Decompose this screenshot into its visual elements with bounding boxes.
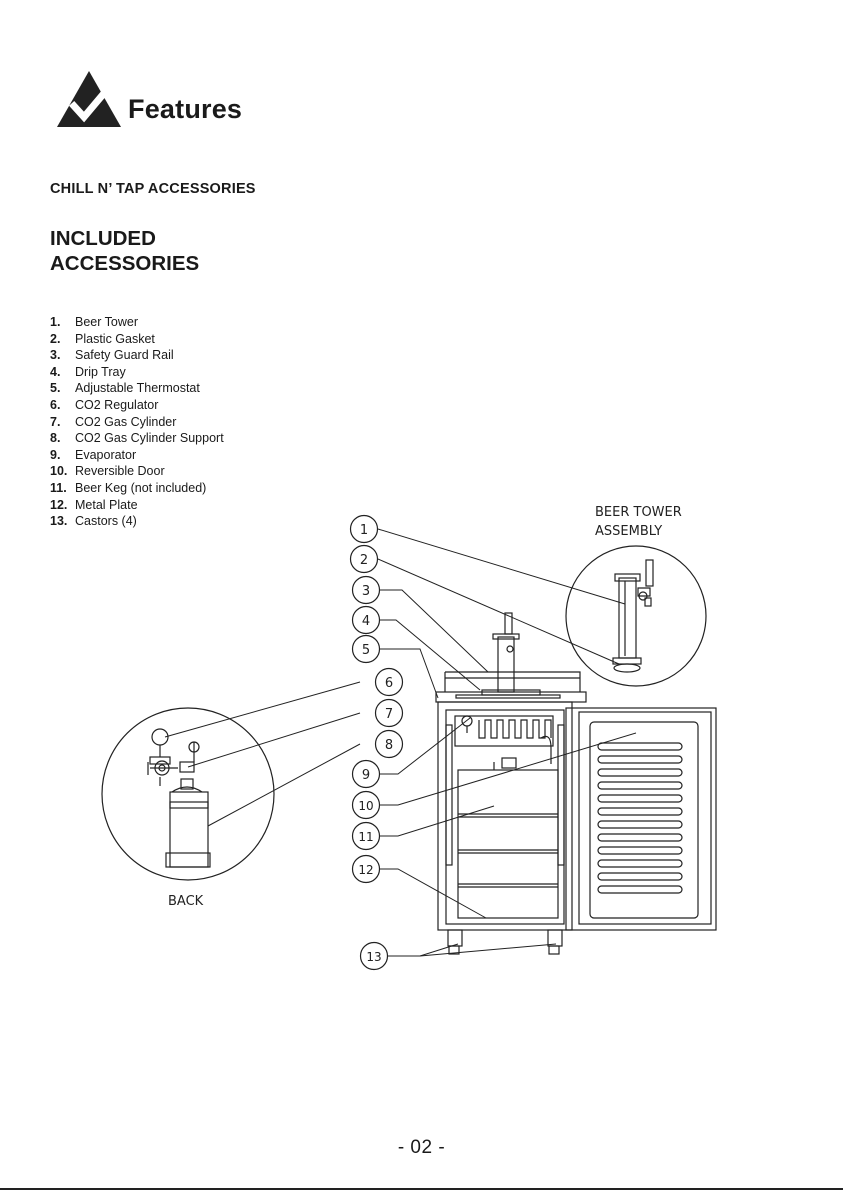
list-item-number: 11.	[50, 480, 67, 495]
section-heading-line1: INCLUDED	[50, 227, 156, 250]
list-item-label: Castors (4)	[75, 514, 137, 529]
feature-list: 1. Beer Tower 2. Plastic Gasket 3. Safety G…	[50, 314, 224, 530]
list-item-number: 6.	[50, 397, 61, 412]
callout-5: 5	[351, 634, 381, 664]
list-item-label: Reversible Door	[75, 464, 165, 479]
callout-11-label: 11	[358, 830, 373, 844]
list-item: 4. Drip Tray	[50, 364, 224, 381]
callout-4-label: 4	[362, 614, 370, 629]
leader-lines	[164, 528, 637, 957]
list-item-label: CO2 Gas Cylinder	[75, 414, 177, 429]
list-item-number: 10.	[50, 464, 68, 479]
callout-9-label: 9	[362, 768, 370, 783]
footer-rule	[0, 1188, 843, 1190]
list-item: 13. Castors (4)	[50, 513, 224, 530]
list-item-label: Adjustable Thermostat	[75, 381, 200, 396]
list-item-label: Beer Keg (not included)	[75, 480, 207, 495]
list-item-number: 8.	[50, 431, 61, 446]
list-item-label: Drip Tray	[75, 364, 126, 379]
section-heading-line2: ACCESSORIES	[50, 252, 200, 275]
list-item: 5. Adjustable Thermostat	[50, 380, 224, 397]
co2-detail-circle	[101, 707, 275, 881]
list-item: 1. Beer Tower	[50, 314, 224, 331]
list-item: 2. Plastic Gasket	[50, 331, 224, 348]
page-title: Features	[128, 94, 243, 124]
callout-2: 2	[349, 544, 379, 574]
list-item: 3. Safety Guard Rail	[50, 347, 224, 364]
list-item-number: 1.	[50, 315, 61, 329]
list-item: 7. CO2 Gas Cylinder	[50, 414, 224, 431]
callout-8-label: 8	[385, 738, 393, 753]
list-item-number: 12.	[50, 497, 68, 512]
section-heading: INCLUDED ACCESSORIES	[50, 226, 199, 276]
callout-7-label: 7	[385, 707, 393, 722]
callout-4: 4	[351, 605, 381, 635]
callout-9: 9	[351, 759, 381, 789]
callout-7: 7	[374, 698, 404, 728]
callout-5-label: 5	[362, 643, 370, 658]
callout-8: 8	[374, 729, 404, 759]
tower-detail-circle	[565, 545, 707, 687]
list-item-number: 2.	[50, 331, 61, 346]
list-item: 10. Reversible Door	[50, 463, 224, 480]
callout-3: 3	[351, 575, 381, 605]
list-item: 11. Beer Keg (not included)	[50, 480, 224, 497]
tower-assembly-label-line2: ASSEMBLY	[595, 524, 662, 539]
list-item-label: Metal Plate	[75, 497, 138, 512]
list-item-label: Beer Tower	[75, 315, 138, 329]
callout-2-label: 2	[360, 553, 368, 568]
callout-1: 1	[349, 514, 379, 544]
list-item-number: 4.	[50, 364, 61, 379]
callout-13-label: 13	[366, 950, 381, 964]
list-item-number: 7.	[50, 414, 61, 429]
list-item-label: Safety Guard Rail	[75, 348, 174, 363]
list-item: 8. CO2 Gas Cylinder Support	[50, 430, 224, 447]
list-item-label: CO2 Gas Cylinder Support	[75, 431, 224, 446]
back-label: BACK	[168, 894, 204, 909]
callout-13: 13	[359, 941, 389, 971]
callout-11: 11	[351, 821, 381, 851]
callout-12-label: 12	[358, 863, 373, 877]
page-number: - 02 -	[397, 1137, 446, 1158]
kegerator-unit	[435, 612, 717, 955]
callout-10-label: 10	[358, 799, 373, 813]
callout-6-label: 6	[385, 676, 393, 691]
warning-check-icon	[57, 71, 121, 127]
callout-3-label: 3	[362, 584, 370, 599]
callout-1-label: 1	[360, 523, 368, 538]
list-item-number: 13.	[50, 514, 68, 529]
list-item: 9. Evaporator	[50, 447, 224, 464]
list-item-label: Evaporator	[75, 447, 137, 462]
list-item-number: 9.	[50, 447, 61, 462]
callout-10: 10	[351, 790, 381, 820]
list-item-number: 5.	[50, 381, 61, 396]
list-item: 6. CO2 Regulator	[50, 397, 224, 414]
callout-12: 12	[351, 854, 381, 884]
section-subtitle: CHILL N’ TAP ACCESSORIES	[50, 181, 256, 197]
list-item-number: 3.	[50, 348, 61, 363]
callout-6: 6	[374, 667, 404, 697]
tower-assembly-label-line1: BEER TOWER	[595, 505, 682, 520]
list-item-label: CO2 Regulator	[75, 397, 159, 412]
list-item: 12. Metal Plate	[50, 497, 224, 514]
list-item-label: Plastic Gasket	[75, 331, 155, 346]
